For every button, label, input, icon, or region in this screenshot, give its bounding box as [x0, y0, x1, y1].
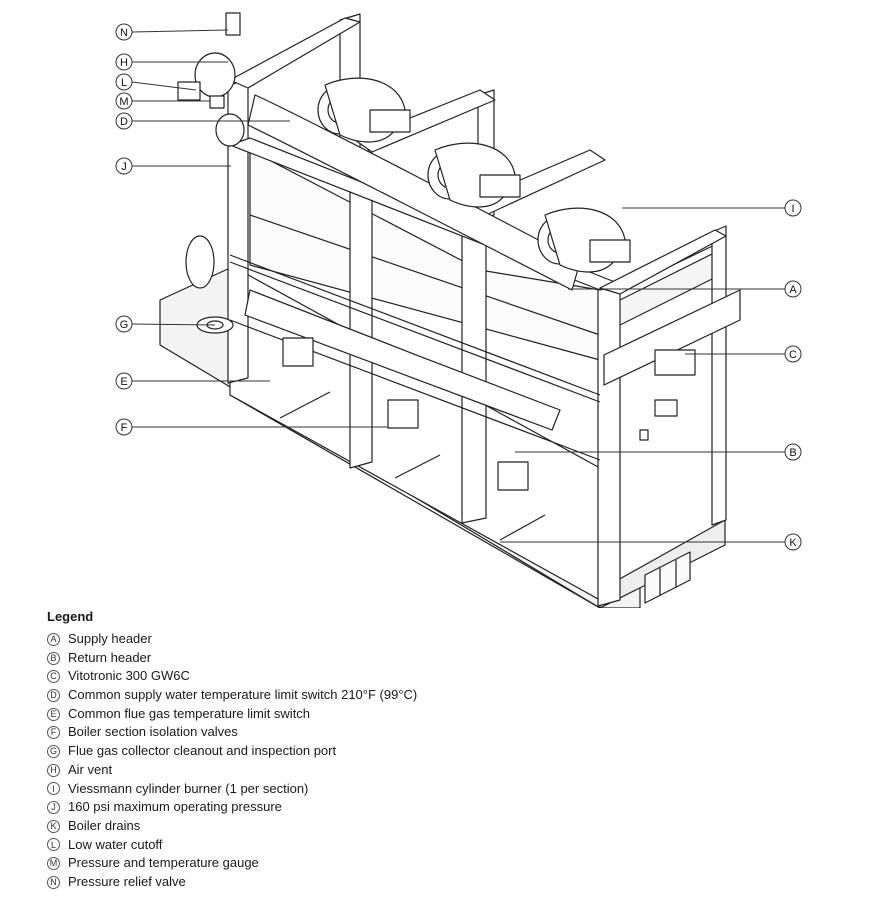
legend-item-j: J 160 psi maximum operating pressure [47, 798, 847, 817]
legend-key: K [47, 819, 60, 833]
svg-text:I: I [791, 203, 794, 215]
legend-key: C [47, 670, 60, 684]
callout-E: E [115, 372, 133, 390]
leader-lines [131, 29, 785, 543]
svg-text:L: L [121, 77, 127, 89]
callout-A: A [784, 280, 802, 298]
legend-label: Return header [68, 649, 152, 665]
legend-label: Boiler drains [68, 817, 141, 833]
legend-label: Pressure relief valve [68, 873, 186, 889]
svg-text:J: J [121, 161, 127, 173]
callout-D: D [115, 112, 133, 130]
legend-label: Viessmann cylinder burner (1 per section… [68, 780, 309, 796]
legend-label: Boiler section isolation valves [68, 724, 238, 740]
callout-M: M [115, 92, 133, 110]
svg-text:K: K [789, 537, 797, 549]
legend-key: D [47, 688, 60, 702]
legend-item-c: C Vitotronic 300 GW6C [47, 667, 847, 686]
legend-item-l: L Low water cutoff [47, 836, 847, 855]
callouts: N H L M D J I A G C E F B K [115, 23, 802, 551]
svg-text:B: B [789, 447, 796, 459]
svg-text:M: M [119, 96, 128, 108]
callout-G: G [115, 315, 133, 333]
legend-key: F [47, 726, 60, 740]
legend-key: J [47, 801, 60, 815]
legend-item-f: F Boiler section isolation valves [47, 723, 847, 742]
legend-key: M [47, 857, 60, 871]
svg-text:N: N [120, 27, 128, 39]
legend-key: I [47, 782, 60, 796]
burners [317, 77, 631, 273]
callout-J: J [115, 157, 133, 175]
callout-I: I [784, 199, 802, 217]
legend-title: Legend [47, 609, 94, 624]
legend-item-d: D Common supply water temperature limit s… [47, 686, 847, 705]
legend-key: G [47, 744, 60, 758]
callout-K: K [784, 533, 802, 551]
legend-item-b: B Return header [47, 649, 847, 668]
legend-key: A [47, 632, 60, 646]
supply-header [244, 94, 581, 431]
legend-key: B [47, 651, 60, 665]
svg-text:D: D [120, 116, 128, 128]
legend-item-e: E Common flue gas temperature limit switc… [47, 705, 847, 724]
legend-label: Pressure and temperature gauge [68, 855, 259, 871]
legend: Legend A Supply header B Return header C Vi… [47, 609, 847, 892]
svg-text:F: F [121, 422, 128, 434]
callout-B: B [784, 443, 802, 461]
svg-text:H: H [120, 57, 128, 69]
callout-H: H [115, 53, 133, 71]
legend-label: Vitotronic 300 GW6C [68, 668, 190, 684]
legend-label: Flue gas collector cleanout and inspecti… [68, 743, 337, 759]
legend-key: H [47, 763, 60, 777]
svg-text:G: G [120, 319, 129, 331]
legend-label: Common flue gas temperature limit switch [68, 705, 311, 721]
legend-key: N [47, 875, 60, 889]
legend-key: L [47, 838, 60, 852]
callout-N: N [115, 23, 133, 41]
legend-item-m: M Pressure and temperature gauge [47, 854, 847, 873]
legend-item-i: I Viessmann cylinder burner (1 per sectio… [47, 780, 847, 799]
legend-label: Supply header [68, 631, 152, 646]
legend-label: Common supply water temperature limit sw… [68, 687, 418, 703]
callout-L: L [115, 73, 133, 91]
svg-text:C: C [789, 349, 797, 361]
legend-item-k: K Boiler drains [47, 817, 847, 836]
legend-item-h: H Air vent [47, 761, 847, 780]
legend-item-a: A Supply header [47, 630, 847, 649]
valves [177, 12, 546, 541]
boiler-diagram: N H L M D J I A G C E F B K [115, 12, 802, 608]
legend-label: 160 psi maximum operating pressure [68, 799, 282, 815]
legend-key: E [47, 707, 60, 721]
legend-label: Air vent [68, 761, 113, 777]
callout-F: F [115, 418, 133, 436]
legend-list: A Supply header B Return header C Vitotroni… [47, 630, 847, 892]
callout-C: C [784, 345, 802, 363]
svg-text:A: A [789, 284, 797, 296]
legend-item-g: G Flue gas collector cleanout and inspect… [47, 742, 847, 761]
legend-item-n: N Pressure relief valve [47, 873, 847, 892]
legend-label: Low water cutoff [68, 836, 163, 852]
svg-text:E: E [120, 376, 127, 388]
